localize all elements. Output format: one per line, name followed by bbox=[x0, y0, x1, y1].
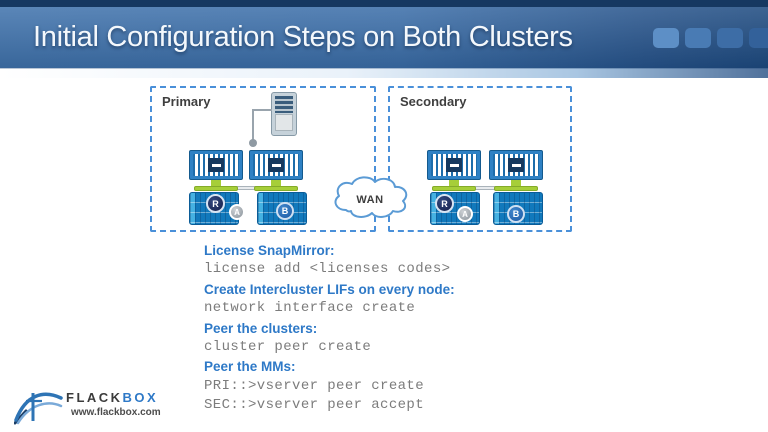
volume-badge-grey: A bbox=[457, 206, 473, 222]
cli-command: network interface create bbox=[204, 300, 416, 317]
controller-base bbox=[494, 186, 538, 191]
storage-controller-icon bbox=[489, 150, 543, 180]
header-decoration-square bbox=[717, 28, 743, 48]
title-banner: Initial Configuration Steps on Both Clus… bbox=[0, 7, 768, 68]
configuration-steps: License SnapMirror: license add <license… bbox=[204, 241, 455, 416]
controller-base bbox=[432, 186, 476, 191]
controller-stand bbox=[271, 180, 281, 187]
page-title: Initial Configuration Steps on Both Clus… bbox=[33, 21, 573, 53]
volume-badge-blue: B bbox=[276, 202, 294, 220]
cli-command: license add <licenses codes> bbox=[204, 261, 451, 278]
primary-cluster-box: Primary bbox=[150, 86, 376, 232]
website-url: www.flackbox.com bbox=[71, 407, 161, 418]
server-panel bbox=[275, 114, 293, 131]
header-top-strip bbox=[0, 0, 768, 7]
header-decoration-square bbox=[749, 28, 768, 48]
volume-badge-blue: B bbox=[507, 205, 525, 223]
storage-controller-icon bbox=[249, 150, 303, 180]
header-decoration-square bbox=[685, 28, 711, 48]
wan-label: WAN bbox=[356, 193, 384, 206]
step-label: Create Intercluster LIFs on every node: bbox=[204, 281, 455, 297]
step-label: Peer the MMs: bbox=[204, 359, 296, 375]
connector-line bbox=[252, 109, 272, 111]
banner-shine-strip bbox=[0, 68, 768, 78]
brand-box: BOX bbox=[122, 390, 159, 405]
secondary-cluster-label: Secondary bbox=[400, 94, 467, 109]
bridge-icon bbox=[14, 392, 63, 425]
cluster-interconnect-link bbox=[234, 186, 258, 190]
controller-stand bbox=[211, 180, 221, 187]
storage-controller-icon bbox=[427, 150, 481, 180]
primary-cluster-label: Primary bbox=[162, 94, 211, 109]
cli-command: SEC::>vserver peer accept bbox=[204, 397, 425, 414]
flackbox-logo: FLACKBOX www.flackbox.com bbox=[14, 383, 194, 429]
step-label: License SnapMirror: bbox=[204, 243, 335, 258]
admin-host-icon bbox=[271, 92, 297, 136]
cluster-interconnect-link bbox=[472, 186, 498, 190]
volume-badge-grey: A bbox=[229, 204, 245, 220]
volume-badge-dark: R bbox=[206, 194, 225, 213]
volume-badge-dark: R bbox=[435, 194, 454, 213]
controller-stand bbox=[449, 180, 459, 187]
storage-controller-icon bbox=[189, 150, 243, 180]
header-decoration-square bbox=[653, 28, 679, 48]
server-vents bbox=[275, 96, 293, 113]
brand-flack: FLACK bbox=[66, 390, 123, 405]
step-label: Peer the clusters: bbox=[204, 320, 318, 336]
secondary-cluster-box: Secondary bbox=[388, 86, 572, 232]
cli-command: cluster peer create bbox=[204, 339, 372, 356]
brand-name: FLACKBOX bbox=[66, 390, 158, 405]
controller-base bbox=[194, 186, 238, 191]
connector-endpoint-dot bbox=[249, 139, 257, 147]
connector-line bbox=[252, 109, 254, 141]
cli-command: PRI::>vserver peer create bbox=[204, 377, 425, 394]
wan-cloud-icon: WAN bbox=[330, 174, 410, 224]
controller-base bbox=[254, 186, 298, 191]
controller-stand bbox=[511, 180, 521, 187]
